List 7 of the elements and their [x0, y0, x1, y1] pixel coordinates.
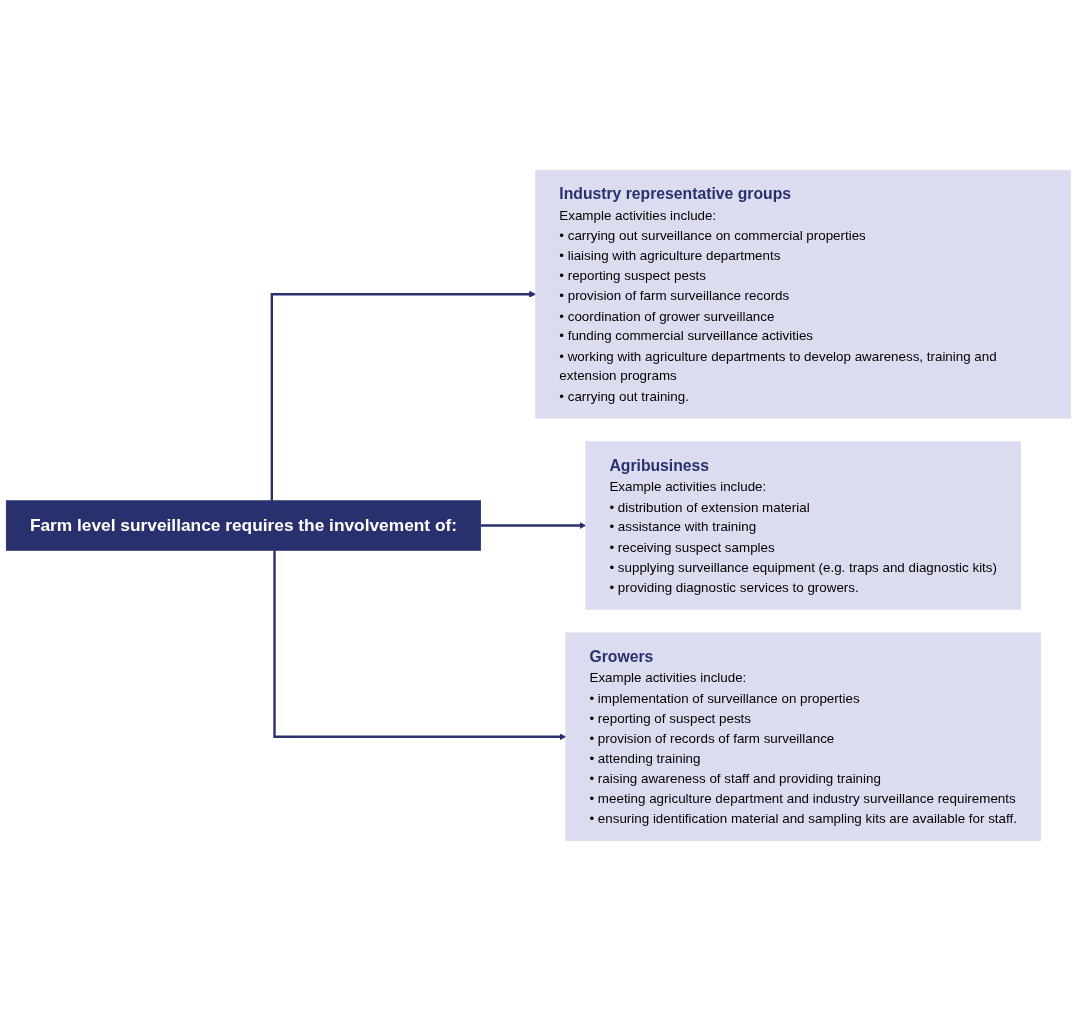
node-box: Growers Example activities include: • implementation of surveillance on properties • reporting of suspect pests • provision of records of farm surveillance • attending training • raising awareness of staff and providing training • meeting agriculture department and industry surveillance requirements • ensuring identification material and sampling kits are available for staff. — [565, 632, 1041, 841]
node-box: Farm level surveillance requires the involvement of: — [5, 499, 481, 551]
arrow — [479, 521, 587, 529]
arrow — [270, 290, 536, 501]
node-box: Industry representative groups Example activities include: • carrying out surveillance on commercial properties • liaising with agriculture departments • reporting suspect pests • provision of farm surveillance records • coordination of grower surveillance • funding commercial surveillance activities • working with agriculture departments to develop awareness, training and extension programs • carrying out training. — [535, 169, 1072, 419]
node-box: Agribusiness Example activities include: • distribution of extension material • assistance with training • receiving suspect samples • supplying surveillance equipment (e.g. traps and diagnostic kits) • providing diagnostic services to growers. — [585, 440, 1021, 610]
arrow — [273, 549, 567, 740]
